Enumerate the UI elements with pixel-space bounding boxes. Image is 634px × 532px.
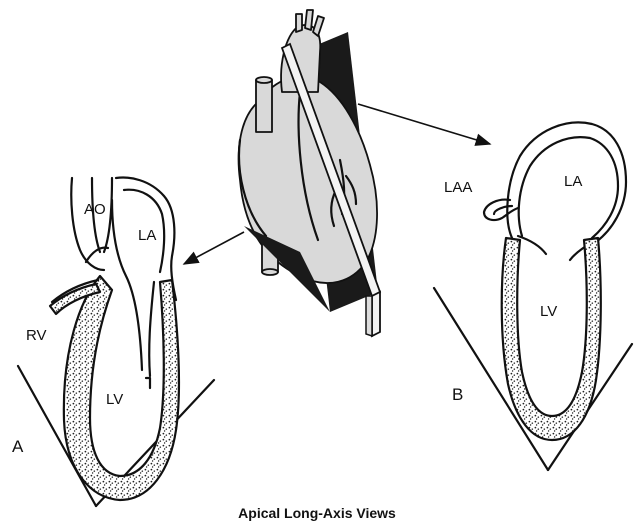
vessel-branch-3 <box>313 16 324 36</box>
figure-caption: Apical Long-Axis Views <box>238 505 396 521</box>
label-la-a: LA <box>138 227 156 244</box>
vessel-branch-1 <box>296 14 302 32</box>
vessel-branch-2 <box>305 10 313 30</box>
center-heart-illustration <box>239 10 380 336</box>
panel-a-letter: A <box>12 437 24 456</box>
label-ao: AO <box>84 201 106 218</box>
panel-a-aorta-left <box>71 178 104 270</box>
panel-b-diagram: LAA LA LV B <box>434 122 632 470</box>
panel-a-anterior-leaflet <box>112 200 142 370</box>
label-lv-a: LV <box>106 391 123 408</box>
label-laa: LAA <box>444 179 472 196</box>
vena-cava-top <box>256 77 272 83</box>
label-lv-b: LV <box>540 303 557 320</box>
label-rv: RV <box>26 327 47 344</box>
vena-cava <box>256 80 272 132</box>
arrow-to-panel-a <box>184 232 244 264</box>
panel-b-mitral-leaflet-1 <box>518 236 546 254</box>
panel-b-laa-outer <box>484 200 518 220</box>
panel-a-lv-wall <box>64 276 179 500</box>
panel-a-diagram: AO LA RV LV A <box>12 178 214 506</box>
imaging-plane-slab <box>372 292 380 336</box>
imaging-plane-slab-side <box>366 296 372 336</box>
label-la-b: LA <box>564 173 582 190</box>
panel-b-letter: B <box>452 385 463 404</box>
panel-b-sector-left <box>434 288 548 470</box>
panel-a-papillary <box>146 378 150 388</box>
ivc-bottom <box>262 269 278 275</box>
panel-a-posterior-leaflet <box>149 282 154 376</box>
panel-b-lv-wall <box>502 238 601 440</box>
arrow-to-panel-b <box>358 104 490 144</box>
